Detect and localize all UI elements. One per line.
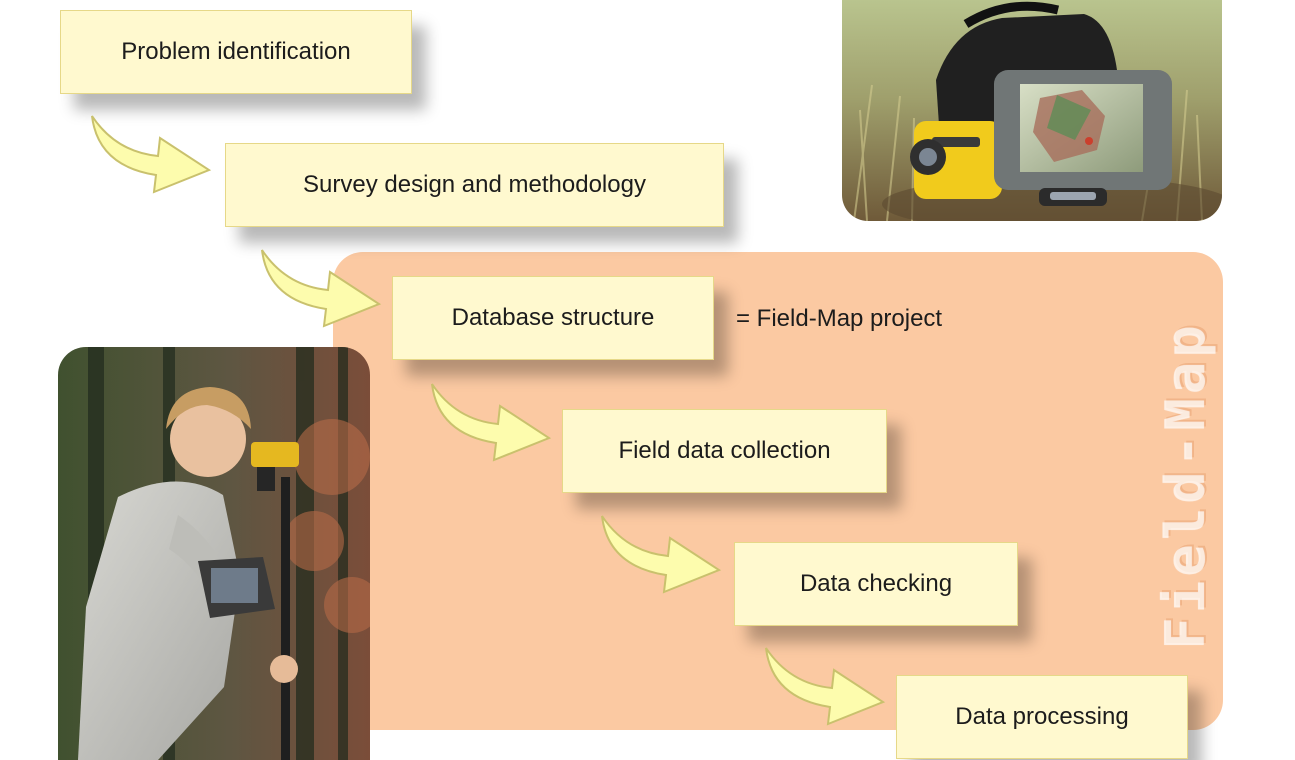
step-field-data-collection: Field data collection bbox=[562, 409, 887, 493]
step-database-structure: Database structure bbox=[392, 276, 714, 360]
step-survey-design: Survey design and methodology bbox=[225, 143, 724, 227]
device-photo bbox=[842, 0, 1222, 221]
step-label: Data checking bbox=[799, 570, 953, 598]
step-data-checking: Data checking bbox=[734, 542, 1018, 626]
step-problem-identification: Problem identification bbox=[60, 10, 412, 94]
step-label: Survey design and methodology bbox=[303, 171, 646, 199]
flow-arrow-1 bbox=[91, 115, 212, 194]
step-label: Field data collection bbox=[618, 437, 831, 465]
flow-arrow-5 bbox=[765, 647, 886, 726]
surveyor-photo bbox=[58, 347, 370, 760]
flow-arrow-2 bbox=[261, 249, 382, 328]
step-label: Problem identification bbox=[121, 38, 351, 66]
flow-arrow-3 bbox=[431, 383, 552, 462]
step-label: Data processing bbox=[955, 703, 1129, 731]
step-data-processing: Data processing bbox=[896, 675, 1188, 759]
step-label: Database structure bbox=[451, 304, 655, 332]
database-note: = Field-Map project bbox=[736, 305, 943, 332]
flow-arrow-4 bbox=[601, 515, 722, 594]
